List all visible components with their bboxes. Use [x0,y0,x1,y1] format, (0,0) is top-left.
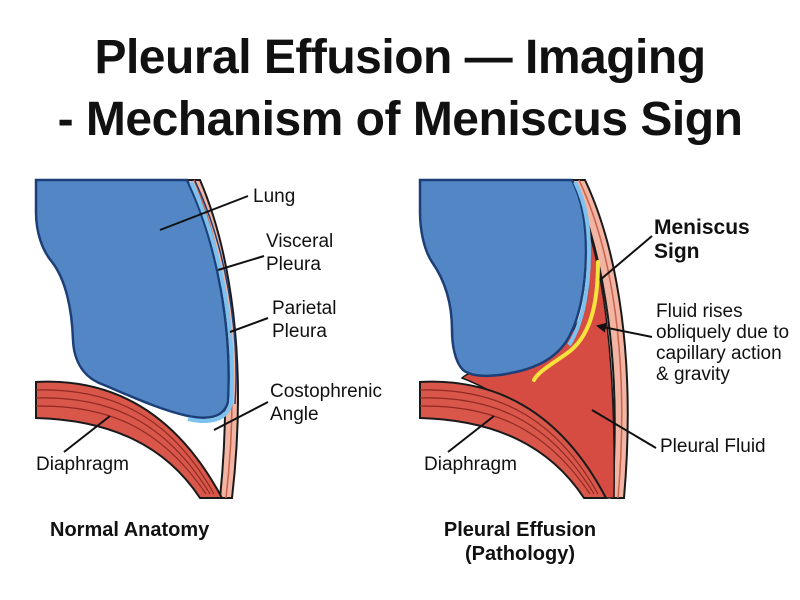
title-line-1: Pleural Effusion — Imaging [94,31,706,84]
label-costophrenic-line2: Angle [270,404,319,425]
label-fluid-note-line1: Fluid rises [656,301,743,322]
label-visceral-line2: Pleura [266,254,321,275]
caption-pathology: (Pathology) [465,543,575,565]
title-line-2: - Mechanism of Meniscus Sign [57,93,743,146]
right-diaphragm [419,380,608,499]
pleural-effusion-panel: Meniscus Sign Fluid rises obliquely due … [418,178,789,565]
label-parietal-line2: Pleura [272,321,327,342]
caption-normal-anatomy: Normal Anatomy [50,519,210,541]
label-diaphragm-right: Diaphragm [424,454,517,475]
label-pleural-fluid: Pleural Fluid [660,436,766,457]
left-diaphragm [35,380,224,499]
label-fluid-note-line2: obliquely due to [656,322,789,343]
caption-pleural-effusion: Pleural Effusion [444,519,596,541]
meniscus-line [532,260,600,382]
label-costophrenic-line1: Costophrenic [270,381,382,402]
label-meniscus-line2: Sign [654,240,700,263]
label-fluid-note-line4: & gravity [656,364,730,385]
label-visceral-line1: Visceral [266,231,333,252]
right-lung [418,178,588,378]
normal-anatomy-panel: Lung Visceral Pleura Parietal Pleura Cos… [34,178,382,541]
label-meniscus-line1: Meniscus [654,216,750,239]
label-fluid-note-line3: capillary action [656,343,782,364]
label-diaphragm-left: Diaphragm [36,454,129,475]
label-lung: Lung [253,186,295,207]
label-parietal-line1: Parietal [272,298,336,319]
left-lung [34,178,230,419]
